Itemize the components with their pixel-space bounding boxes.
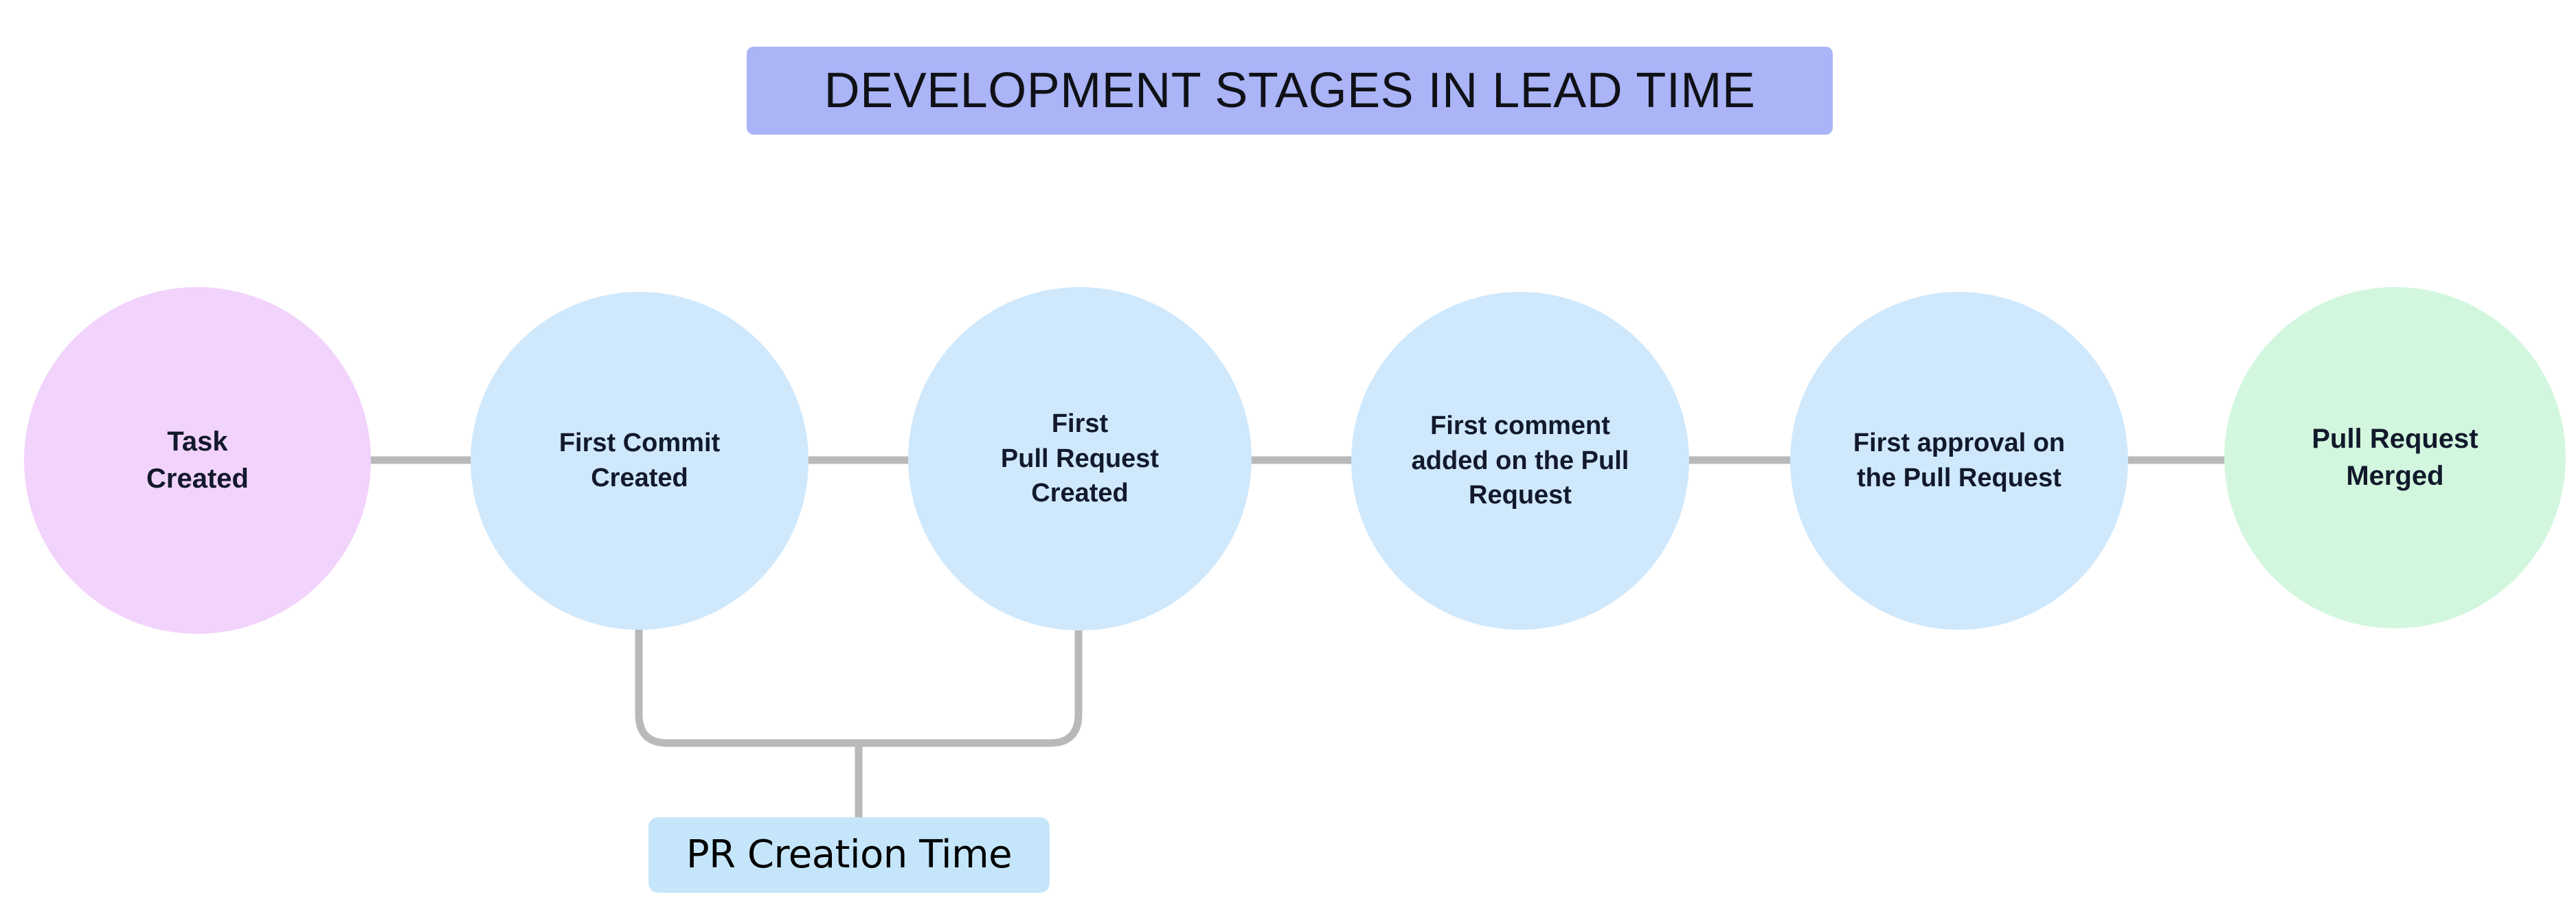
node-label: Task Created	[146, 426, 249, 494]
annotation-pr-creation-time[interactable]: PR Creation Time	[648, 817, 1050, 893]
node-first-commit-created[interactable]: First Commit Created	[471, 292, 809, 630]
node-task-created[interactable]: Task Created	[24, 287, 371, 634]
annotation-label: PR Creation Time	[686, 832, 1013, 877]
node-first-pull-request-created[interactable]: First Pull Request Created	[908, 287, 1252, 630]
node-first-comment-added[interactable]: First comment added on the Pull Request	[1351, 292, 1689, 630]
node-label: First Commit Created	[558, 429, 721, 492]
diagram-title-banner: DEVELOPMENT STAGES IN LEAD TIME	[747, 47, 1833, 135]
node-label: Pull Request Merged	[2312, 424, 2478, 491]
page-title: DEVELOPMENT STAGES IN LEAD TIME	[824, 63, 1756, 118]
node-first-approval[interactable]: First approval on the Pull Request	[1790, 292, 2128, 630]
bracket-pr-creation-time	[635, 625, 1083, 747]
node-label: First approval on the Pull Request	[1853, 429, 2066, 492]
node-label: First Pull Request Created	[1000, 409, 1160, 508]
node-label: First comment added on the Pull Request	[1411, 411, 1629, 510]
node-pull-request-merged[interactable]: Pull Request Merged	[2224, 287, 2566, 628]
